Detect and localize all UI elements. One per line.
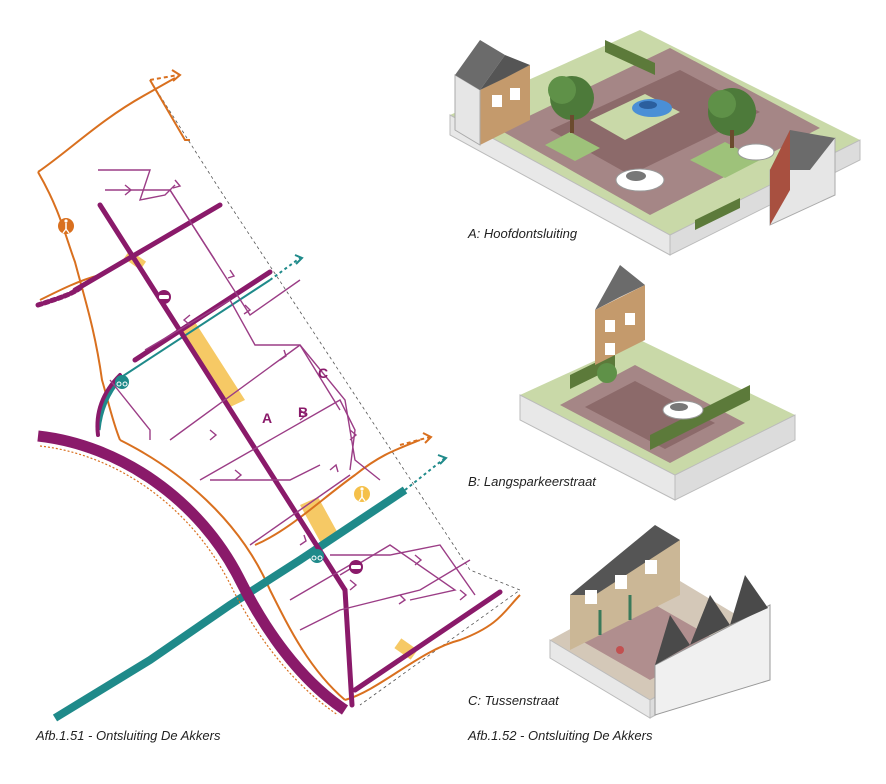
figure-152-caption: Afb.1.52 - Ontsluiting De Akkers: [468, 728, 653, 743]
scene-b-caption: B: Langsparkeerstraat: [468, 474, 596, 489]
scene-c-caption: C: Tussenstraat: [468, 693, 559, 708]
figure-151-caption: Afb.1.51 - Ontsluiting De Akkers: [36, 728, 221, 743]
main-road-curve: [37, 430, 349, 715]
main-road-curve-edge: [39, 445, 339, 716]
scene-b-car: [662, 400, 704, 420]
footpath-extension: [149, 74, 179, 81]
footpath-extension: [399, 436, 431, 446]
scene-a-car: [615, 168, 665, 192]
pedestrian-icon: [354, 486, 370, 502]
bicycle-icon: [115, 375, 129, 389]
label-b: B: [298, 404, 308, 420]
scene-b-langsparkeerstraat: [519, 265, 796, 501]
footpath-arrow: [171, 69, 182, 82]
direction-arrows: [124, 179, 468, 605]
scene-c-tussenstraat: [549, 525, 771, 719]
car-icon: [349, 560, 363, 574]
label-a: A: [262, 410, 272, 426]
cycle-path: [52, 257, 446, 722]
cycle-arrow: [437, 454, 448, 465]
cycle-arrow: [294, 254, 304, 265]
label-c: C: [318, 365, 328, 381]
site-boundary: [149, 79, 521, 706]
footpath-arrow: [422, 432, 433, 444]
scene-a-hoofdontsluiting: [449, 30, 861, 256]
scene-a-caption: A: Hoofdontsluiting: [468, 226, 578, 241]
local-streets: [98, 169, 476, 631]
bicycle-icon: [310, 549, 324, 563]
scene-a-car: [632, 99, 672, 117]
scene-a-car: [737, 143, 775, 161]
car-icon: [157, 290, 171, 304]
pedestrian-icon: [58, 218, 74, 234]
